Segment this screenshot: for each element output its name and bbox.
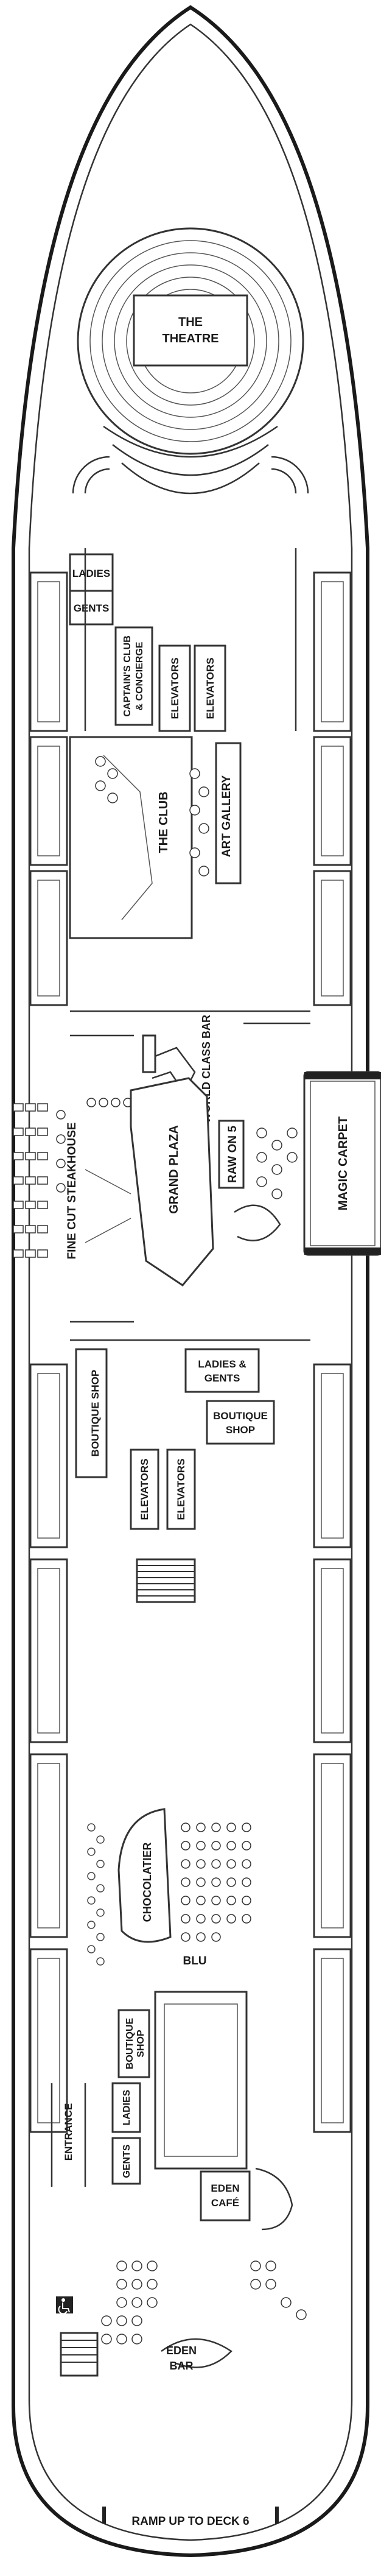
magic-carpet-label: MAGIC CARPET [337,1117,350,1210]
chocolatier-label: CHOCOLATIER [141,1843,153,1922]
the-club-room[interactable] [69,736,193,939]
captains-club-label-1: CAPTAIN'S CLUB [122,635,133,716]
grand-plaza-area[interactable] [130,1077,214,1286]
blu-label: BLU [183,1955,206,1967]
eden-cafe-label-1: EDEN [211,2183,239,2194]
gents-fwd-room[interactable] [69,590,114,626]
stairs-aft [60,2332,99,2377]
eden-seating [101,2260,307,2345]
boutique-shop-aft-label-2: SHOP [136,2030,146,2058]
theatre-label-1: THE [178,316,203,329]
ladies-gents-mid-label-1: LADIES & [198,1358,246,1370]
boutique-shop-right-label-2: SHOP [226,1424,255,1436]
the-club-label: THE CLUB [157,791,170,853]
gents-aft-label: GENTS [122,2144,132,2178]
grand-plaza-label: GRAND PLAZA [167,1125,181,1214]
stairs-fwd-left [72,456,110,494]
corridor-walls [70,548,310,1341]
entrance-label: ENTRANCE [63,2103,74,2161]
ladies-aft-label: LADIES [122,2089,132,2125]
fine-cut-seating [13,1098,133,1258]
ramp-label: RAMP UP TO DECK 6 [131,2515,249,2528]
boutique-shop-left[interactable] [75,1348,108,1478]
elevators-fwd-right[interactable] [194,644,226,732]
chocolatier-area[interactable] [117,1808,172,1943]
eden-bar-counter[interactable] [161,2338,232,2368]
side-blocks-left [29,571,68,2133]
elevators-mid-right[interactable] [166,1449,196,1530]
eden-cafe-label-2: CAFÉ [211,2197,239,2209]
elevators-mid-right-label: ELEVATORS [175,1458,187,1520]
boutique-shop-right-label-1: BOUTIQUE [213,1410,268,1422]
ramp-marker[interactable] [102,2507,106,2524]
ship-hull [12,5,369,2558]
gents-fwd-label: GENTS [74,602,110,614]
ladies-fwd-label: LADIES [72,568,110,579]
fine-cut-label: FINE CUT STEAKHOUSE [66,1123,79,1260]
elevators-mid-left-label: ELEVATORS [139,1458,150,1520]
elevators-fwd-right-label: ELEVATORS [204,657,216,719]
planters [87,1823,105,1966]
art-gallery-label: ART GALLERY [220,775,233,857]
gents-aft-room[interactable] [111,2137,141,2185]
eden-cafe-area[interactable] [200,2170,251,2221]
wheelchair-icon [56,2296,73,2315]
elevators-fwd-left-label: ELEVATORS [169,657,181,719]
theatre[interactable] [77,227,304,495]
theatre-label-2: THEATRE [163,332,219,345]
boutique-shop-left-label: BOUTIQUE SHOP [89,1370,101,1457]
side-blocks-right [313,571,352,2133]
boutique-shop-aft[interactable] [117,2009,150,2078]
boutique-shop-right[interactable] [206,1400,275,1445]
stairs-fwd-right [271,456,309,494]
ladies-gents-mid[interactable] [184,1348,260,1393]
raw-on-5-label: RAW ON 5 [226,1126,239,1183]
club-seating [95,756,209,877]
raw-on-5-seating [234,1127,298,1241]
blu-seating [181,1823,251,1942]
stairs-mid [136,1558,196,1603]
elevators-fwd-left[interactable] [158,644,191,732]
boutique-shop-aft-label-1: BOUTIQUE [125,2017,135,2069]
eden-bar-label-1: EDEN [166,2345,197,2357]
ladies-aft-room[interactable] [111,2082,141,2133]
inner-hull [28,23,353,2541]
aft-service-block [154,1991,248,2170]
ladies-gents-mid-label-2: GENTS [204,1372,240,1384]
raw-on-5-area[interactable] [218,1120,245,1189]
captains-club-label-2: & CONCIERGE [135,641,145,710]
captains-club-room[interactable] [114,626,153,726]
art-gallery-room[interactable] [215,742,242,884]
eden-bar-label-2: BAR [170,2360,194,2372]
elevators-mid-left[interactable] [130,1449,159,1530]
